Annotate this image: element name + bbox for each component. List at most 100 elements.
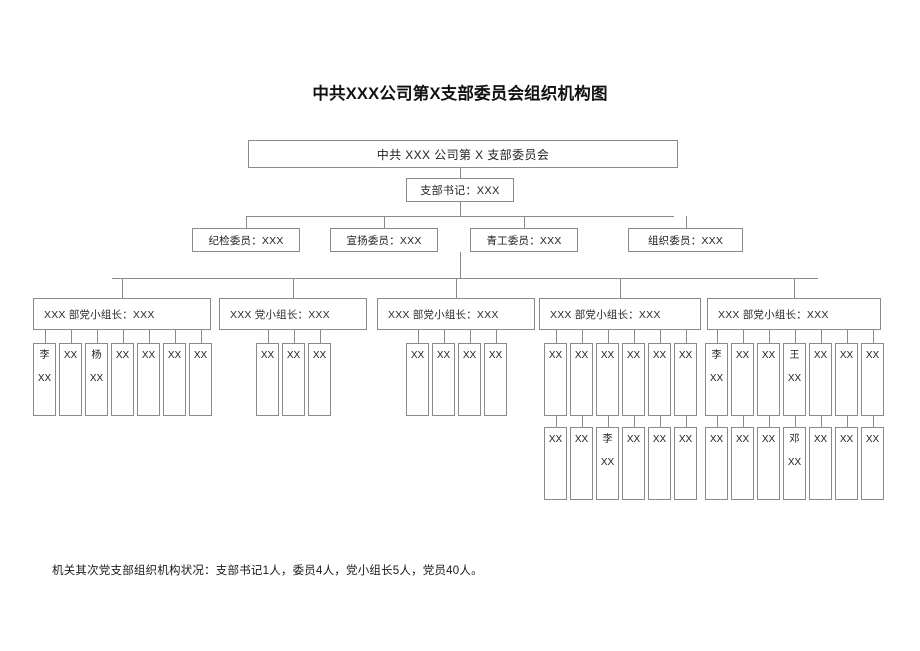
- node-party-member[interactable]: XX: [861, 343, 884, 416]
- member-name-line: XX: [312, 350, 327, 361]
- node-branch-secretary[interactable]: 支部书记：XXX: [406, 178, 514, 202]
- member-name-line: XX: [410, 350, 425, 361]
- connector-member-stem: [873, 416, 874, 427]
- node-party-member[interactable]: XX: [458, 343, 481, 416]
- connector-member-stem: [556, 416, 557, 427]
- member-name-line: XX: [600, 456, 615, 468]
- node-party-member[interactable]: XX: [757, 427, 780, 500]
- node-party-member[interactable]: XX: [544, 427, 567, 500]
- connector-member-stem: [634, 330, 635, 343]
- node-party-member[interactable]: XX: [432, 343, 455, 416]
- connector-member-stem: [660, 416, 661, 427]
- connector-member-stem: [608, 330, 609, 343]
- node-party-member[interactable]: XX: [731, 343, 754, 416]
- member-name-line: XX: [678, 434, 693, 445]
- member-name-line: XX: [787, 372, 802, 384]
- connector-member-stem: [123, 330, 124, 343]
- connector-member-stem: [149, 330, 150, 343]
- node-committee-member-4[interactable]: 组织委员：XXX: [628, 228, 743, 252]
- connector-member-stem: [686, 416, 687, 427]
- connector-member-stem: [717, 416, 718, 427]
- member-name-line: XX: [548, 434, 563, 445]
- member-name-line: XX: [735, 434, 750, 445]
- node-party-member[interactable]: XX: [308, 343, 331, 416]
- node-party-branch-committee[interactable]: 中共 XXX 公司第 X 支部委员会: [248, 140, 678, 168]
- node-party-member[interactable]: XX: [705, 427, 728, 500]
- connector-member-stem: [71, 330, 72, 343]
- node-party-member[interactable]: XX: [189, 343, 212, 416]
- node-committee-member-1[interactable]: 纪检委员：XXX: [192, 228, 300, 252]
- node-party-member[interactable]: XX: [406, 343, 429, 416]
- member-name-line: XX: [548, 350, 563, 361]
- member-name-line: XX: [813, 350, 828, 361]
- connector-group-drop: [122, 278, 123, 298]
- node-party-member[interactable]: XX: [835, 427, 858, 500]
- connector-secretary-drop: [460, 202, 461, 216]
- node-group-leader-2[interactable]: XXX 党小组长：XXX: [219, 298, 367, 330]
- node-party-member[interactable]: XX: [809, 427, 832, 500]
- node-label: XXX 部党小组长：XXX: [388, 308, 499, 321]
- node-group-leader-5[interactable]: XXX 部党小组长：XXX: [707, 298, 881, 330]
- node-committee-member-3[interactable]: 青工委员：XXX: [470, 228, 578, 252]
- node-party-member[interactable]: XX: [570, 427, 593, 500]
- node-party-member[interactable]: 李 XX: [705, 343, 728, 416]
- node-group-leader-3[interactable]: XXX 部党小组长：XXX: [377, 298, 535, 330]
- node-party-member[interactable]: XX: [111, 343, 134, 416]
- node-party-member[interactable]: XX: [731, 427, 754, 500]
- connector-group-drop: [620, 278, 621, 298]
- node-party-member[interactable]: XX: [163, 343, 186, 416]
- member-name-line: XX: [761, 434, 776, 445]
- connector-member-stem: [470, 330, 471, 343]
- node-party-member[interactable]: XX: [59, 343, 82, 416]
- node-group-leader-4[interactable]: XXX 部党小组长：XXX: [539, 298, 701, 330]
- member-name-line: XX: [652, 350, 667, 361]
- node-party-member[interactable]: XX: [674, 427, 697, 500]
- node-party-member[interactable]: XX: [648, 427, 671, 500]
- connector-committee-drop: [524, 216, 525, 228]
- member-name-line: 李: [711, 350, 722, 361]
- member-name-line: XX: [761, 350, 776, 361]
- connector-member-stem: [97, 330, 98, 343]
- node-party-member[interactable]: XX: [622, 427, 645, 500]
- connector-member-stem: [418, 330, 419, 343]
- connector-member-stem: [634, 416, 635, 427]
- connector-member-stem: [743, 416, 744, 427]
- connector-group-drop: [456, 278, 457, 298]
- node-party-member[interactable]: XX: [835, 343, 858, 416]
- node-party-member[interactable]: XX: [137, 343, 160, 416]
- connector-member-stem: [582, 330, 583, 343]
- node-party-member[interactable]: XX: [809, 343, 832, 416]
- node-party-member[interactable]: XX: [596, 343, 619, 416]
- member-name-line: 杨: [91, 350, 102, 361]
- node-party-member[interactable]: XX: [256, 343, 279, 416]
- node-party-member[interactable]: XX: [648, 343, 671, 416]
- node-party-member[interactable]: 邓 XX: [783, 427, 806, 500]
- node-party-member[interactable]: XX: [757, 343, 780, 416]
- member-name-line: XX: [286, 350, 301, 361]
- node-party-member[interactable]: XX: [544, 343, 567, 416]
- member-name-line: XX: [626, 350, 641, 361]
- node-group-leader-1[interactable]: XXX 部党小组长：XXX: [33, 298, 211, 330]
- member-name-line: XX: [787, 456, 802, 468]
- connector-member-stem: [496, 330, 497, 343]
- connector-member-stem: [556, 330, 557, 343]
- node-party-member[interactable]: XX: [570, 343, 593, 416]
- node-party-member[interactable]: XX: [282, 343, 305, 416]
- node-party-member[interactable]: XX: [484, 343, 507, 416]
- connector-member-stem: [320, 330, 321, 343]
- node-party-member[interactable]: XX: [861, 427, 884, 500]
- connector-member-stem: [444, 330, 445, 343]
- connector-committee-drop: [246, 216, 247, 228]
- connector-member-stem: [847, 416, 848, 427]
- member-name-line: XX: [709, 372, 724, 384]
- member-name-line: 邓: [789, 434, 800, 445]
- connector-member-stem: [821, 330, 822, 343]
- node-party-member[interactable]: XX: [622, 343, 645, 416]
- node-party-member[interactable]: XX: [674, 343, 697, 416]
- node-committee-member-2[interactable]: 宣扬委员：XXX: [330, 228, 438, 252]
